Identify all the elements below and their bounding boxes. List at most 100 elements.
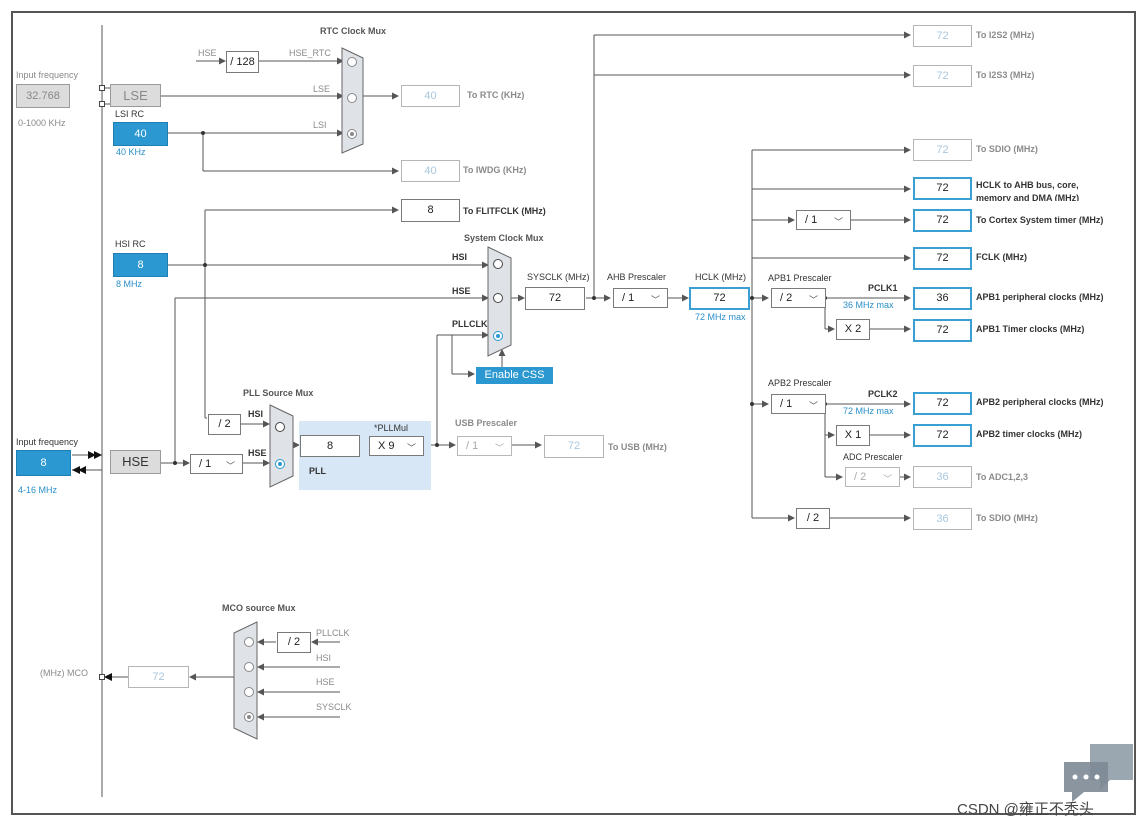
- pll-src-hsi-label: HSI: [248, 409, 264, 419]
- usb-prescaler-select[interactable]: / 1﹀: [457, 436, 512, 456]
- cortex-timer-value[interactable]: 72: [913, 209, 972, 232]
- ahb-prescaler-select[interactable]: / 1﹀: [613, 288, 668, 308]
- lsi-rc-value[interactable]: 40: [113, 122, 168, 146]
- apb2-periph-label: APB2 peripheral clocks (MHz): [976, 397, 1104, 407]
- rtc-radio-hse[interactable]: [347, 57, 357, 67]
- sys-mux-hse-label: HSE: [452, 286, 471, 296]
- hse-prediv-select[interactable]: / 1﹀: [190, 454, 243, 474]
- hse-input-freq-field[interactable]: 8: [16, 450, 71, 476]
- chevron-down-icon: ﹀: [494, 443, 504, 453]
- enable-css-button[interactable]: Enable CSS: [476, 367, 553, 384]
- pll-mux-shape: [269, 404, 294, 488]
- mco-radio-hsi[interactable]: [244, 662, 254, 672]
- apb1-timer-value[interactable]: 72: [913, 319, 972, 342]
- apb1-prescaler-select[interactable]: / 2﹀: [771, 288, 826, 308]
- pll-mul-select[interactable]: X 9﹀: [369, 436, 424, 456]
- rtc-lsi-label: LSI: [313, 120, 327, 130]
- rtc-lse-label: LSE: [313, 84, 331, 94]
- to-iwdg-value[interactable]: 40: [401, 160, 460, 182]
- mco-value[interactable]: 72: [128, 666, 189, 688]
- lsi-freq-label: 40 KHz: [116, 147, 146, 157]
- adc-label: To ADC1,2,3: [976, 472, 1029, 482]
- chevron-down-icon: ﹀: [808, 295, 818, 305]
- sdio2-div[interactable]: / 2: [796, 508, 830, 529]
- adc-value[interactable]: 36: [913, 466, 972, 488]
- usb-label: To USB (MHz): [608, 442, 667, 452]
- apb2-timer-mul[interactable]: X 1: [836, 425, 870, 446]
- hclk-label: HCLK (MHz): [695, 272, 746, 282]
- pll-mul-label: *PLLMul: [374, 423, 409, 433]
- hclk-ahb-label-1: HCLK to AHB bus, core,: [976, 180, 1079, 190]
- hclk-ahb-value[interactable]: 72: [913, 177, 972, 200]
- chevron-down-icon: ﹀: [882, 474, 892, 484]
- adc-prescaler-select[interactable]: / 2﹀: [845, 467, 900, 487]
- lse-input-freq-field[interactable]: 32.768: [16, 84, 70, 108]
- mco-pllclk-label: PLLCLK: [316, 628, 350, 638]
- lse-block[interactable]: LSE: [110, 84, 161, 107]
- fclk-value[interactable]: 72: [913, 247, 972, 270]
- cortex-timer-div-select[interactable]: / 1﹀: [796, 210, 851, 230]
- pclk2-max-label: 72 MHz max: [843, 406, 894, 416]
- pll-hsi-div2[interactable]: / 2: [208, 414, 241, 435]
- rtc-div128[interactable]: / 128: [226, 51, 259, 73]
- apb2-prescaler-select[interactable]: / 1﹀: [771, 394, 826, 414]
- sys-radio-hsi[interactable]: [493, 259, 503, 269]
- hse-range-label: 4-16 MHz: [18, 485, 58, 495]
- rtc-radio-lsi[interactable]: [347, 129, 357, 139]
- pll-source-mux-title: PLL Source Mux: [243, 388, 314, 398]
- to-flit-value[interactable]: 8: [401, 199, 460, 222]
- mco-pll-div2[interactable]: / 2: [277, 632, 311, 653]
- to-rtc-label: To RTC (KHz): [467, 90, 525, 100]
- sdio1-label: To SDIO (MHz): [976, 144, 1038, 154]
- sysclk-label: SYSCLK (MHz): [527, 272, 590, 282]
- rtc-radio-lse[interactable]: [347, 93, 357, 103]
- pclk1-max-label: 36 MHz max: [843, 300, 894, 310]
- i2s2-label: To I2S2 (MHz): [976, 30, 1035, 40]
- to-rtc-value[interactable]: 40: [401, 85, 460, 107]
- sdio1-value[interactable]: 72: [913, 139, 972, 161]
- pll-src-radio-hsi[interactable]: [275, 422, 285, 432]
- sdio2-label: To SDIO (MHz): [976, 513, 1038, 523]
- hse-block[interactable]: HSE: [110, 450, 161, 474]
- hsi-rc-value[interactable]: 8: [113, 253, 168, 277]
- rtc-hse-rtc-label: HSE_RTC: [289, 48, 331, 58]
- apb1-periph-label: APB1 peripheral clocks (MHz): [976, 292, 1104, 302]
- apb2-prescaler-title: APB2 Prescaler: [768, 378, 832, 388]
- sysclk-value[interactable]: 72: [525, 287, 585, 310]
- pclk2-label: PCLK2: [868, 389, 898, 399]
- mco-radio-pllclk[interactable]: [244, 637, 254, 647]
- apb2-timer-label: APB2 timer clocks (MHz): [976, 429, 1083, 439]
- sys-radio-pllclk[interactable]: [493, 331, 503, 341]
- chevron-down-icon: ﹀: [833, 217, 843, 227]
- apb1-periph-value[interactable]: 36: [913, 287, 972, 310]
- sys-radio-hse[interactable]: [493, 293, 503, 303]
- hclk-ahb-label-2: memory and DMA (MHz): [976, 193, 1080, 201]
- chevron-down-icon: ﹀: [406, 443, 416, 453]
- i2s3-value[interactable]: 72: [913, 65, 972, 87]
- hclk-value[interactable]: 72: [689, 287, 750, 310]
- mco-radio-sysclk[interactable]: [244, 712, 254, 722]
- to-flit-label: To FLITFCLK (MHz): [463, 206, 546, 216]
- mco-sysclk-label: SYSCLK: [316, 702, 352, 712]
- apb2-periph-value[interactable]: 72: [913, 392, 972, 415]
- sys-mux-title: System Clock Mux: [464, 233, 544, 243]
- i2s2-value[interactable]: 72: [913, 25, 972, 47]
- sdio2-value[interactable]: 36: [913, 508, 972, 530]
- apb1-timer-mul[interactable]: X 2: [836, 319, 870, 340]
- pll-src-radio-hse[interactable]: [275, 459, 285, 469]
- hclk-max-label: 72 MHz max: [695, 312, 746, 322]
- pll-input-value[interactable]: 8: [300, 435, 360, 457]
- chevron-down-icon: ﹀: [650, 295, 660, 305]
- apb2-timer-value[interactable]: 72: [913, 424, 972, 447]
- usb-value[interactable]: 72: [544, 435, 604, 458]
- ahb-prescaler-label: AHB Prescaler: [607, 272, 667, 282]
- mco-hse-label: HSE: [316, 677, 335, 687]
- usb-prescaler-title: USB Prescaler: [455, 418, 518, 428]
- watermark-text: CSDN @雍正不秃头: [957, 801, 1094, 818]
- pclk1-label: PCLK1: [868, 283, 898, 293]
- mco-radio-hse[interactable]: [244, 687, 254, 697]
- hsi-rc-label: HSI RC: [115, 239, 146, 249]
- mco-mux-title: MCO source Mux: [222, 603, 296, 613]
- sys-mux-pllclk-label: PLLCLK: [452, 319, 488, 329]
